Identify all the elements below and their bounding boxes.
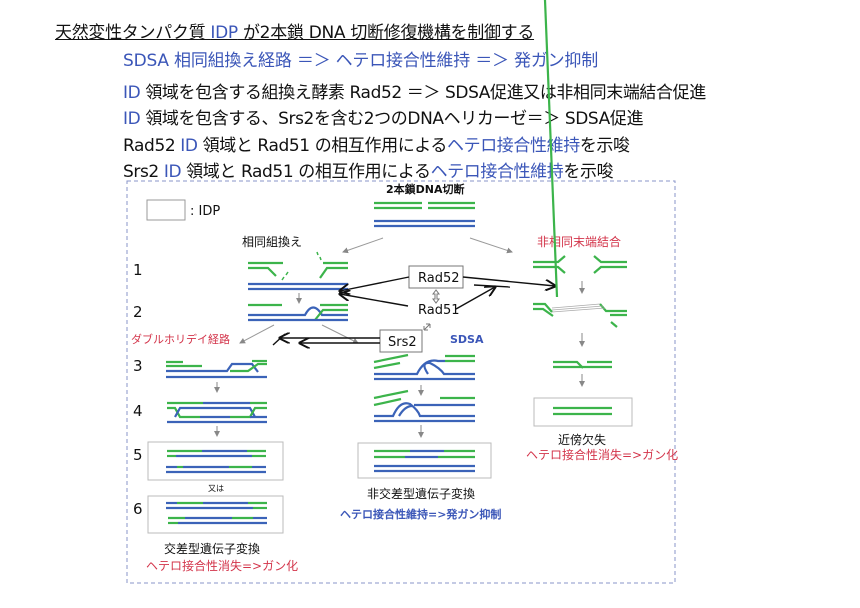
statement-highlight: ヘテロ接合性維持 bbox=[430, 162, 564, 182]
step-5: 5 bbox=[133, 446, 143, 464]
statement-suffix: を示唆 bbox=[579, 136, 630, 156]
hr-label: 相同組換え bbox=[242, 235, 302, 249]
statement-text: 領域を包含する、Srs2を含む2つのDNAヘリカーゼ＝＞ SDSA促進 bbox=[140, 109, 644, 129]
id-term: ID bbox=[180, 136, 198, 156]
statement-text: 領域を包含する組換え酵素 Rad52 ＝＞ SDSA促進又は非相同末端結合促進 bbox=[140, 83, 706, 103]
interaction-icon bbox=[423, 323, 431, 331]
result5-dna bbox=[166, 449, 266, 474]
regulation-arrows bbox=[272, 276, 555, 345]
result6-dna bbox=[166, 501, 267, 525]
noncrossover-dna bbox=[374, 449, 475, 473]
statement-suffix: を示唆 bbox=[563, 162, 614, 182]
arrow-to-dhj bbox=[239, 324, 275, 344]
statement-1: ID 領域を包含する組換え酵素 Rad52 ＝＞ SDSA促進又は非相同末端結合… bbox=[123, 78, 706, 103]
rad51-label: Rad51 bbox=[418, 303, 460, 318]
statement-4: Srs2 ID 領域と Rad51 の相互作用によるヘテロ接合性維持を示唆 bbox=[123, 157, 614, 182]
rad52-label: Rad52 bbox=[418, 271, 460, 286]
hr-step1-dna bbox=[248, 251, 348, 291]
nhej-label: 非相同末端結合 bbox=[537, 234, 621, 249]
id-term: ID bbox=[123, 109, 141, 129]
idp-legend-box bbox=[146, 199, 186, 221]
interaction-icon bbox=[432, 289, 440, 304]
sdsa-label: SDSA bbox=[450, 333, 484, 346]
title-text-2: が2本鎖 DNA 切断修復機構を制御する bbox=[237, 23, 535, 43]
noncrossover-result-box bbox=[357, 442, 492, 479]
deletion-label: 近傍欠失 bbox=[558, 432, 606, 447]
page-title: 天然変性タンパク質 IDP が2本鎖 DNA 切断修復機構を制御する bbox=[55, 18, 534, 43]
arrow-to-sdsa bbox=[321, 324, 359, 344]
subtitle: SDSA 相同組換え経路 ＝＞ ヘテロ接合性維持 ＝＞ 発ガン抑制 bbox=[123, 51, 599, 71]
crossover-outcome: ヘテロ接合性消失=>ガン化 bbox=[146, 558, 298, 573]
nhej-joined-dna bbox=[553, 360, 612, 369]
statement-text: 領域と Rad51 の相互作用による bbox=[181, 162, 431, 182]
dhj-step4-dna bbox=[167, 401, 267, 424]
step-3: 3 bbox=[133, 357, 143, 375]
step-2: 2 bbox=[133, 303, 143, 321]
arrow-to-nhej bbox=[469, 237, 513, 254]
title-idp: IDP bbox=[210, 23, 238, 43]
statement-highlight: ヘテロ接合性維持 bbox=[447, 136, 580, 156]
step-6: 6 bbox=[133, 500, 143, 518]
title-text-1: 天然変性タンパク質 bbox=[55, 23, 211, 43]
statement-2: ID 領域を包含する、Srs2を含む2つのDNAヘリカーゼ＝＞ SDSA促進 bbox=[123, 104, 643, 129]
sdsa-step4-dna bbox=[373, 389, 475, 423]
crossover-result-6 bbox=[147, 495, 284, 534]
sdsa-step3-dna bbox=[373, 353, 475, 381]
noncrossover-outcome: ヘテロ接合性維持=>発ガン抑制 bbox=[340, 507, 501, 521]
statement-text: 領域と Rad51 の相互作用による bbox=[197, 136, 448, 156]
dhj-label: ダブルホリデイ経路 bbox=[131, 332, 230, 346]
statement-3: Rad52 ID 領域と Rad51 の相互作用によるヘテロ接合性維持を示唆 bbox=[123, 131, 630, 156]
dsb-dna bbox=[374, 201, 475, 228]
deletion-result-box bbox=[533, 397, 633, 427]
crossover-label: 交差型遺伝子変換 bbox=[164, 541, 260, 556]
or-label: 又は bbox=[208, 484, 224, 493]
srs2-label: Srs2 bbox=[388, 335, 417, 350]
diagram-frame bbox=[126, 180, 676, 584]
idp-legend-label: : IDP bbox=[190, 204, 220, 219]
nhej-dna bbox=[533, 0, 627, 328]
dhj-step3-dna bbox=[166, 359, 267, 379]
arrow-to-hr bbox=[342, 237, 384, 254]
id-term: ID bbox=[123, 83, 141, 103]
deletion-outcome: ヘテロ接合性消失=>ガン化 bbox=[526, 447, 678, 462]
step-1: 1 bbox=[133, 261, 143, 279]
statement-prefix: Srs2 bbox=[123, 162, 164, 182]
statement-prefix: Rad52 bbox=[123, 136, 181, 156]
srs2-box bbox=[379, 329, 423, 353]
step-4: 4 bbox=[133, 402, 143, 420]
id-term: ID bbox=[163, 162, 182, 182]
hr-step2-dna bbox=[248, 303, 348, 322]
dsb-label: 2本鎖DNA切断 bbox=[386, 182, 465, 196]
crossover-result-5 bbox=[147, 441, 284, 481]
nhej-annealing bbox=[551, 303, 606, 313]
noncrossover-label: 非交差型遺伝子変換 bbox=[367, 486, 475, 501]
